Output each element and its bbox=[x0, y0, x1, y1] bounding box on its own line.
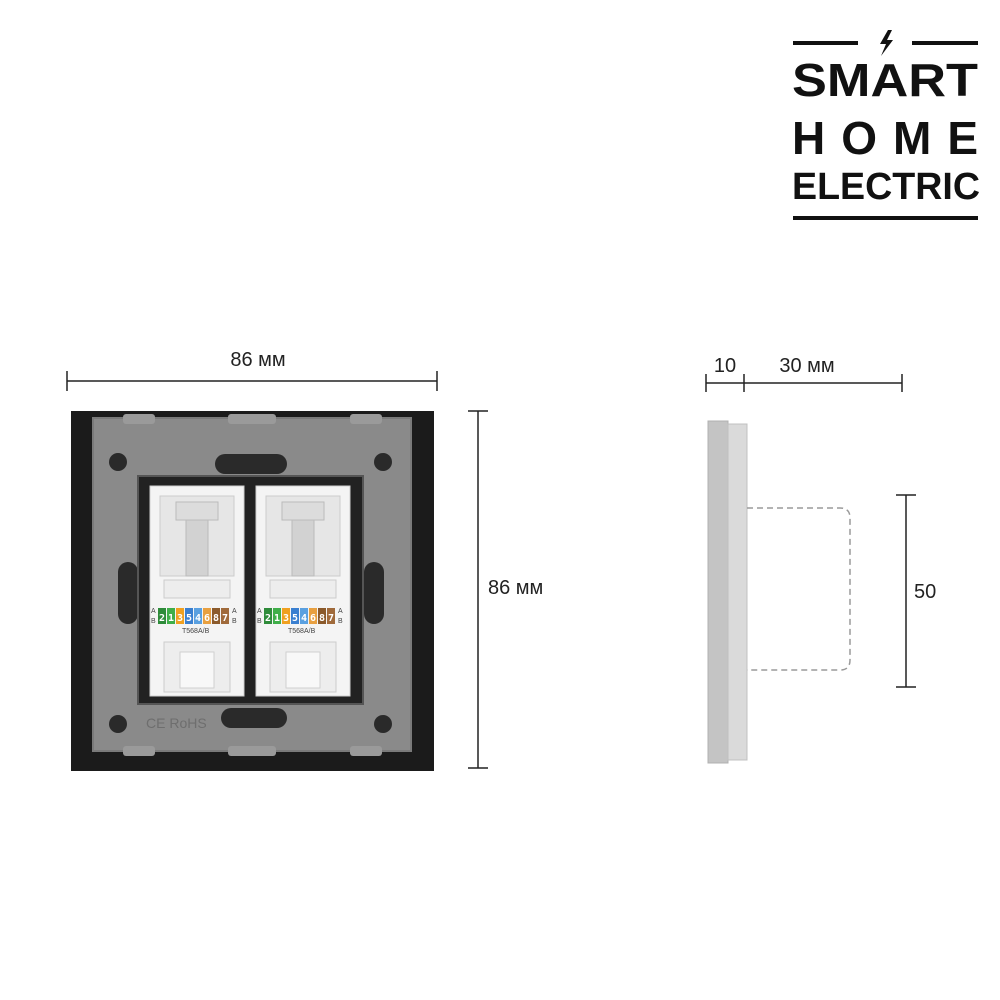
pin-label: 2 bbox=[159, 613, 165, 624]
rj45-module-left: 2 1 3 5 4 6 8 7 A B A B T568A/B bbox=[149, 485, 245, 697]
mount-slot-right bbox=[364, 562, 384, 624]
front-width-dimension: 86 мм bbox=[66, 349, 438, 391]
pin-label: 7 bbox=[222, 613, 228, 624]
brand-logo: SMART HOME ELECTRIC bbox=[792, 30, 980, 220]
row-b-label: B bbox=[232, 618, 237, 625]
row-b-label: B bbox=[257, 618, 262, 625]
side-front-plate bbox=[707, 420, 729, 764]
plate-depth-label: 10 bbox=[714, 355, 736, 377]
pin-label: 7 bbox=[328, 613, 334, 624]
pin-color-strip-left: 2 1 3 5 4 6 8 7 bbox=[158, 608, 229, 624]
row-b-label: B bbox=[338, 618, 343, 625]
mount-slot-left bbox=[118, 562, 138, 624]
pin-label: 8 bbox=[319, 613, 325, 624]
row-b-label: B bbox=[151, 618, 156, 625]
ce-rohs-marking: CE RoHS bbox=[146, 715, 207, 731]
pin-color-strip-right: 2 1 3 5 4 6 8 7 bbox=[264, 608, 335, 624]
pin-label: 3 bbox=[283, 613, 289, 624]
front-height-label: 86 мм bbox=[488, 577, 543, 599]
pin-label: 1 bbox=[274, 613, 280, 624]
pin-label: 6 bbox=[204, 613, 210, 624]
lightning-bolt-icon bbox=[880, 30, 893, 56]
logo-line-electric: ELECTRIC bbox=[792, 166, 980, 208]
pin-label: 4 bbox=[195, 613, 201, 624]
screw-hole-top-left bbox=[109, 453, 127, 471]
pin-label: 5 bbox=[292, 613, 298, 624]
screw-hole-bottom-right bbox=[374, 715, 392, 733]
pin-label: 8 bbox=[213, 613, 219, 624]
standard-label: T568A/B bbox=[182, 628, 210, 635]
front-height-dimension: 86 мм bbox=[468, 410, 543, 769]
row-a-label: A bbox=[338, 608, 343, 615]
pin-label: 1 bbox=[168, 613, 174, 624]
logo-line-home: HOME bbox=[792, 112, 978, 164]
logo-line-smart: SMART bbox=[792, 54, 978, 106]
pin-label: 5 bbox=[186, 613, 192, 624]
side-frame bbox=[727, 423, 748, 761]
pin-label: 4 bbox=[301, 613, 307, 624]
pin-label: 2 bbox=[265, 613, 271, 624]
row-a-label: A bbox=[232, 608, 237, 615]
front-width-label: 86 мм bbox=[230, 349, 285, 371]
body-depth-label: 30 мм bbox=[779, 355, 834, 377]
side-height-dimension: 50 bbox=[896, 494, 936, 688]
pin-label: 3 bbox=[177, 613, 183, 624]
standard-label: T568A/B bbox=[288, 628, 316, 635]
socket-side-view bbox=[707, 420, 851, 764]
mount-slot-top bbox=[215, 454, 287, 474]
row-a-label: A bbox=[151, 608, 156, 615]
mount-slot-bottom bbox=[221, 708, 287, 728]
pin-label: 6 bbox=[310, 613, 316, 624]
side-body-outline bbox=[747, 507, 851, 671]
side-depth-dimension: 10 30 мм bbox=[705, 355, 903, 392]
rj45-module-right: 2 1 3 5 4 6 8 7 A B A B T568A/B bbox=[255, 485, 351, 697]
screw-hole-bottom-left bbox=[109, 715, 127, 733]
body-height-label: 50 bbox=[914, 581, 936, 603]
screw-hole-top-right bbox=[374, 453, 392, 471]
socket-front-view: 2 1 3 5 4 6 8 7 A B A B T568A/B bbox=[71, 411, 434, 771]
row-a-label: A bbox=[257, 608, 262, 615]
